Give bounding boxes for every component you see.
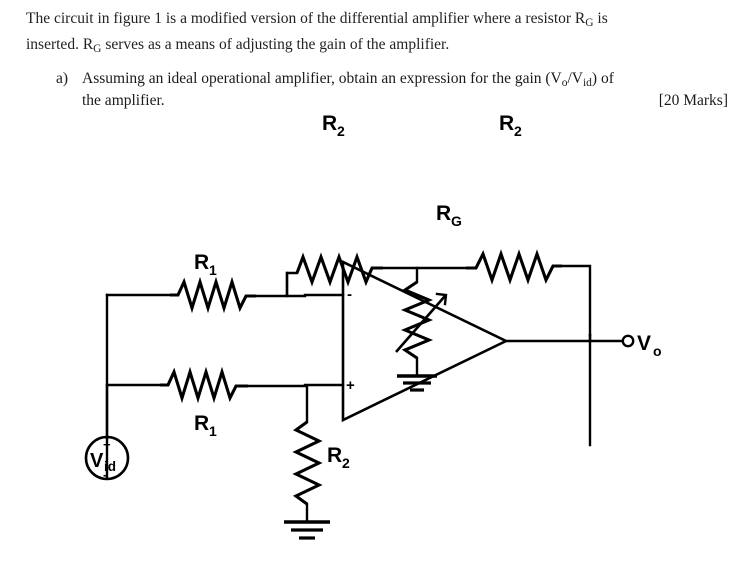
problem-text-c: inserted. R [26, 36, 94, 54]
source-minus-sign: - [103, 467, 107, 482]
voltage-source-symbol [84, 435, 130, 481]
output-label-sub: o [653, 343, 662, 359]
r2-top-left-resistor [295, 252, 383, 287]
marks-allocation: [20 Marks] [658, 92, 728, 110]
rg-label-main: R [436, 202, 451, 225]
subscript-o: o [561, 77, 568, 90]
problem-text-b: is [593, 10, 608, 27]
question-a-continuation: the amplifier. [82, 92, 165, 110]
opamp-noninverting-pin-label: + [346, 377, 355, 394]
wire-inverting-to-r2-top-left [285, 271, 299, 297]
r2-bottom-label-sub: 2 [342, 455, 350, 471]
opamp-inverting-pin-label: - [347, 286, 352, 303]
rg-label-sub: G [451, 213, 462, 229]
question-a-text: Assuming an ideal operational amplifier,… [82, 68, 728, 90]
rg-wiper-arrow-shaft [395, 295, 446, 353]
problem-text-a: The circuit in figure 1 is a modified ve… [26, 10, 586, 27]
r2-bottom-label-main: R [327, 444, 342, 467]
rg-resistor-body [400, 280, 434, 360]
question-a-second-line: the amplifier. [20 Marks] [82, 90, 728, 112]
question-text-a: Assuming an ideal operational amplifier,… [82, 70, 562, 87]
r2-top-left-label-sub: 2 [337, 123, 345, 139]
subscript-g-2: G [93, 43, 102, 56]
r2-bottom-resistor [292, 420, 323, 506]
subscript-g: G [585, 17, 594, 30]
problem-statement: The circuit in figure 1 is a modified ve… [26, 8, 726, 61]
circuit-diagram: - + + V id - R 2 [84, 112, 662, 540]
problem-statement-line-2: inserted. RG serves as a means of adjust… [26, 34, 726, 56]
rg-wiper-arrow-head [435, 292, 448, 306]
output-label-main: V [637, 332, 651, 355]
question-a-label: a) [56, 70, 69, 87]
question-a: a) Assuming an ideal operational amplifi… [56, 68, 728, 113]
r1-top-label-main: R [194, 251, 209, 274]
problem-statement-line-1: The circuit in figure 1 is a modified ve… [26, 8, 726, 30]
r2-top-left-label-main: R [322, 112, 337, 135]
r1-top-label-sub: 1 [209, 262, 217, 278]
r1-top-resistor [170, 276, 256, 314]
question-a-first-line: a) Assuming an ideal operational amplifi… [56, 68, 728, 90]
source-plus-sign: + [103, 437, 111, 452]
problem-text-d: serves as a means of adjusting the gain … [101, 36, 450, 54]
wire-r2-top-right-to-output-rail [560, 264, 592, 337]
r2-top-right-label-sub: 2 [514, 123, 522, 139]
r2-top-right-label-main: R [499, 112, 514, 135]
r1-bottom-label-sub: 1 [209, 423, 217, 439]
source-label-main: V [90, 450, 104, 472]
question-text-b: ) of [591, 70, 614, 87]
r1-bottom-resistor [160, 366, 248, 404]
r1-bottom-label-main: R [194, 412, 209, 435]
opamp-triangle [341, 259, 509, 423]
output-terminal-node [621, 334, 635, 348]
subscript-id: id [582, 77, 592, 90]
source-label-sub: id [104, 459, 116, 474]
question-text-mid: /V [567, 70, 583, 87]
r2-top-right-resistor [466, 249, 562, 285]
